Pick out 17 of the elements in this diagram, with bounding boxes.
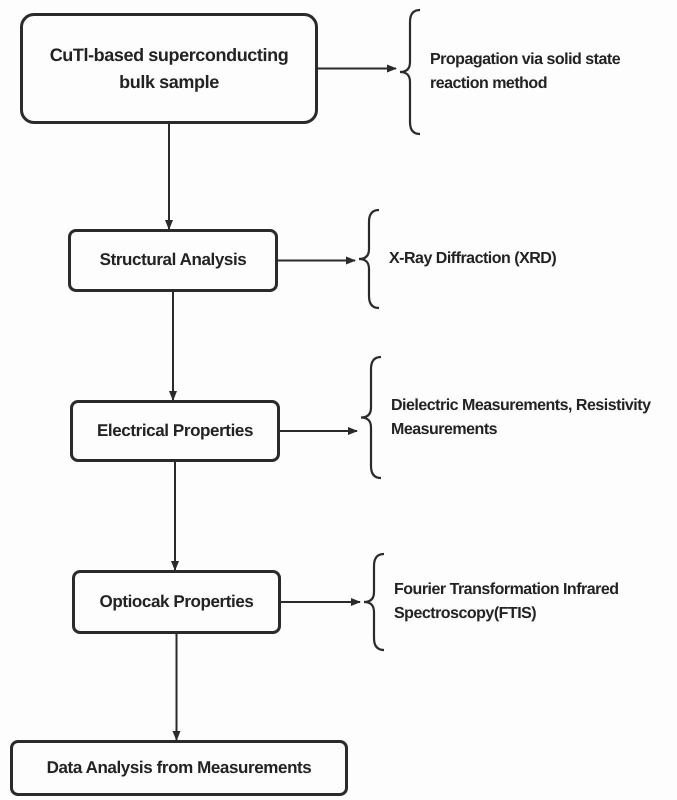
process-box: CuTl-based superconducting bulk sample bbox=[20, 13, 318, 124]
arrow bbox=[280, 427, 358, 435]
method-text: X-Ray Diffraction (XRD) bbox=[389, 249, 556, 269]
arrow bbox=[171, 462, 179, 571]
method-text: Dielectric Measurements, Resistivity Measurements bbox=[391, 396, 652, 440]
arrow bbox=[165, 124, 173, 230]
process-box: Optiocak Properties bbox=[72, 570, 281, 634]
method-text: Fourier Transformation Infrared Spectroscopy(FTIS) bbox=[394, 580, 620, 624]
arrow bbox=[172, 634, 180, 741]
process-box: Data Analysis from Measurements bbox=[10, 740, 348, 796]
method-text: Propagation via solid state reaction method bbox=[430, 50, 622, 94]
arrow bbox=[169, 292, 177, 401]
process-box: Structural Analysis bbox=[68, 229, 278, 292]
arrow bbox=[281, 598, 361, 606]
arrow bbox=[278, 256, 356, 264]
arrow bbox=[318, 64, 397, 72]
process-box: Electrical Properties bbox=[70, 400, 280, 462]
